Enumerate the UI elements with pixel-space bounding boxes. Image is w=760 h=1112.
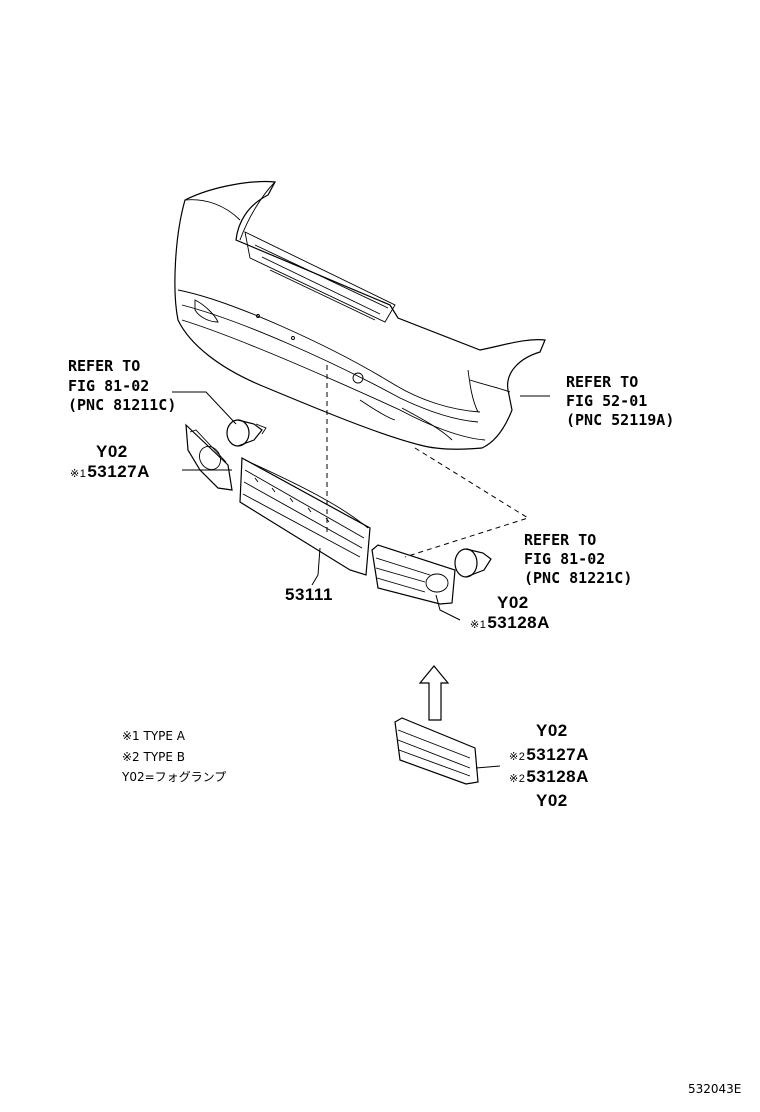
type-mark: ※1 — [470, 619, 487, 631]
left-fog-lamp-drawing — [226, 419, 267, 447]
legend-line-1: ※1 TYPE A — [122, 729, 186, 743]
ref-right-fog-line3: (PNC 81221C) — [524, 569, 633, 587]
left-cover-part-number: ※153127A — [70, 463, 150, 480]
center-grille-drawing — [239, 457, 371, 576]
ref-left-fog-line2: FIG 81-02 — [68, 377, 150, 395]
right-fog-lamp-drawing — [454, 548, 492, 578]
right-grille-cover-drawing — [371, 544, 456, 605]
ref-left-fog-line3: (PNC 81211C) — [68, 396, 177, 414]
type-mark: ※1 — [70, 468, 87, 480]
type-mark: ※2 — [509, 751, 526, 763]
part-number: 53127A — [526, 745, 589, 764]
ref-right-fog-line1: REFER TO — [524, 531, 597, 549]
right-cover-y-code: Y02 — [497, 593, 529, 612]
center-grille-part-number: 53111 — [285, 585, 333, 604]
ref-bumper-line3: (PNC 52119A) — [566, 411, 675, 429]
typeb-part-number-1: ※253127A — [509, 746, 589, 763]
leader-lines — [172, 391, 550, 769]
left-grille-cover-drawing — [185, 423, 233, 491]
type-mark: ※2 — [509, 773, 526, 785]
legend-line-3: Y02=フォグランプ — [122, 770, 227, 784]
figure-id: 532043E — [688, 1082, 742, 1096]
typeb-grille-cover-drawing — [394, 717, 479, 785]
assembly-dashed-lines — [326, 365, 530, 558]
typeb-part-number-2: ※253128A — [509, 768, 589, 785]
left-cover-y-code: Y02 — [96, 442, 128, 461]
part-number: 53128A — [526, 767, 589, 786]
typeb-y-code-top: Y02 — [536, 721, 568, 740]
ref-left-fog-line1: REFER TO — [68, 357, 141, 375]
legend-line-2: ※2 TYPE B — [122, 750, 186, 764]
typeb-y-code-bottom: Y02 — [536, 791, 568, 810]
up-arrow — [418, 665, 450, 721]
ref-bumper-line2: FIG 52-01 — [566, 392, 648, 410]
ref-right-fog-line2: FIG 81-02 — [524, 550, 606, 568]
right-cover-part-number: ※153128A — [470, 614, 550, 631]
part-number: 53128A — [487, 613, 550, 632]
front-bumper-drawing — [174, 181, 546, 450]
ref-bumper-line1: REFER TO — [566, 373, 639, 391]
part-number: 53127A — [87, 462, 150, 481]
